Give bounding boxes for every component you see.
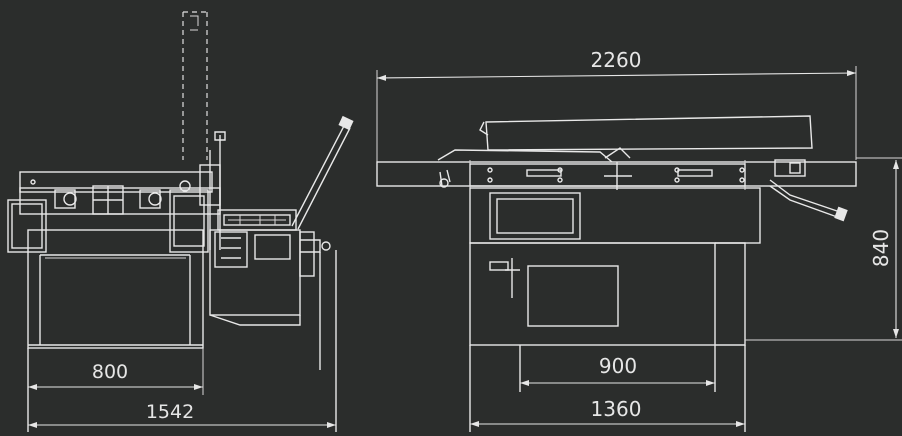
dimension-1360: 1360 <box>591 397 642 421</box>
dimension-1542: 1542 <box>146 401 194 423</box>
dimension-900: 900 <box>599 354 637 378</box>
side-view: 2260 <box>376 48 902 432</box>
dimension-840: 840 <box>869 229 893 267</box>
dimension-2260: 2260 <box>591 48 642 72</box>
dimension-800: 800 <box>92 361 128 383</box>
front-view: 800 1542 <box>7 11 354 432</box>
